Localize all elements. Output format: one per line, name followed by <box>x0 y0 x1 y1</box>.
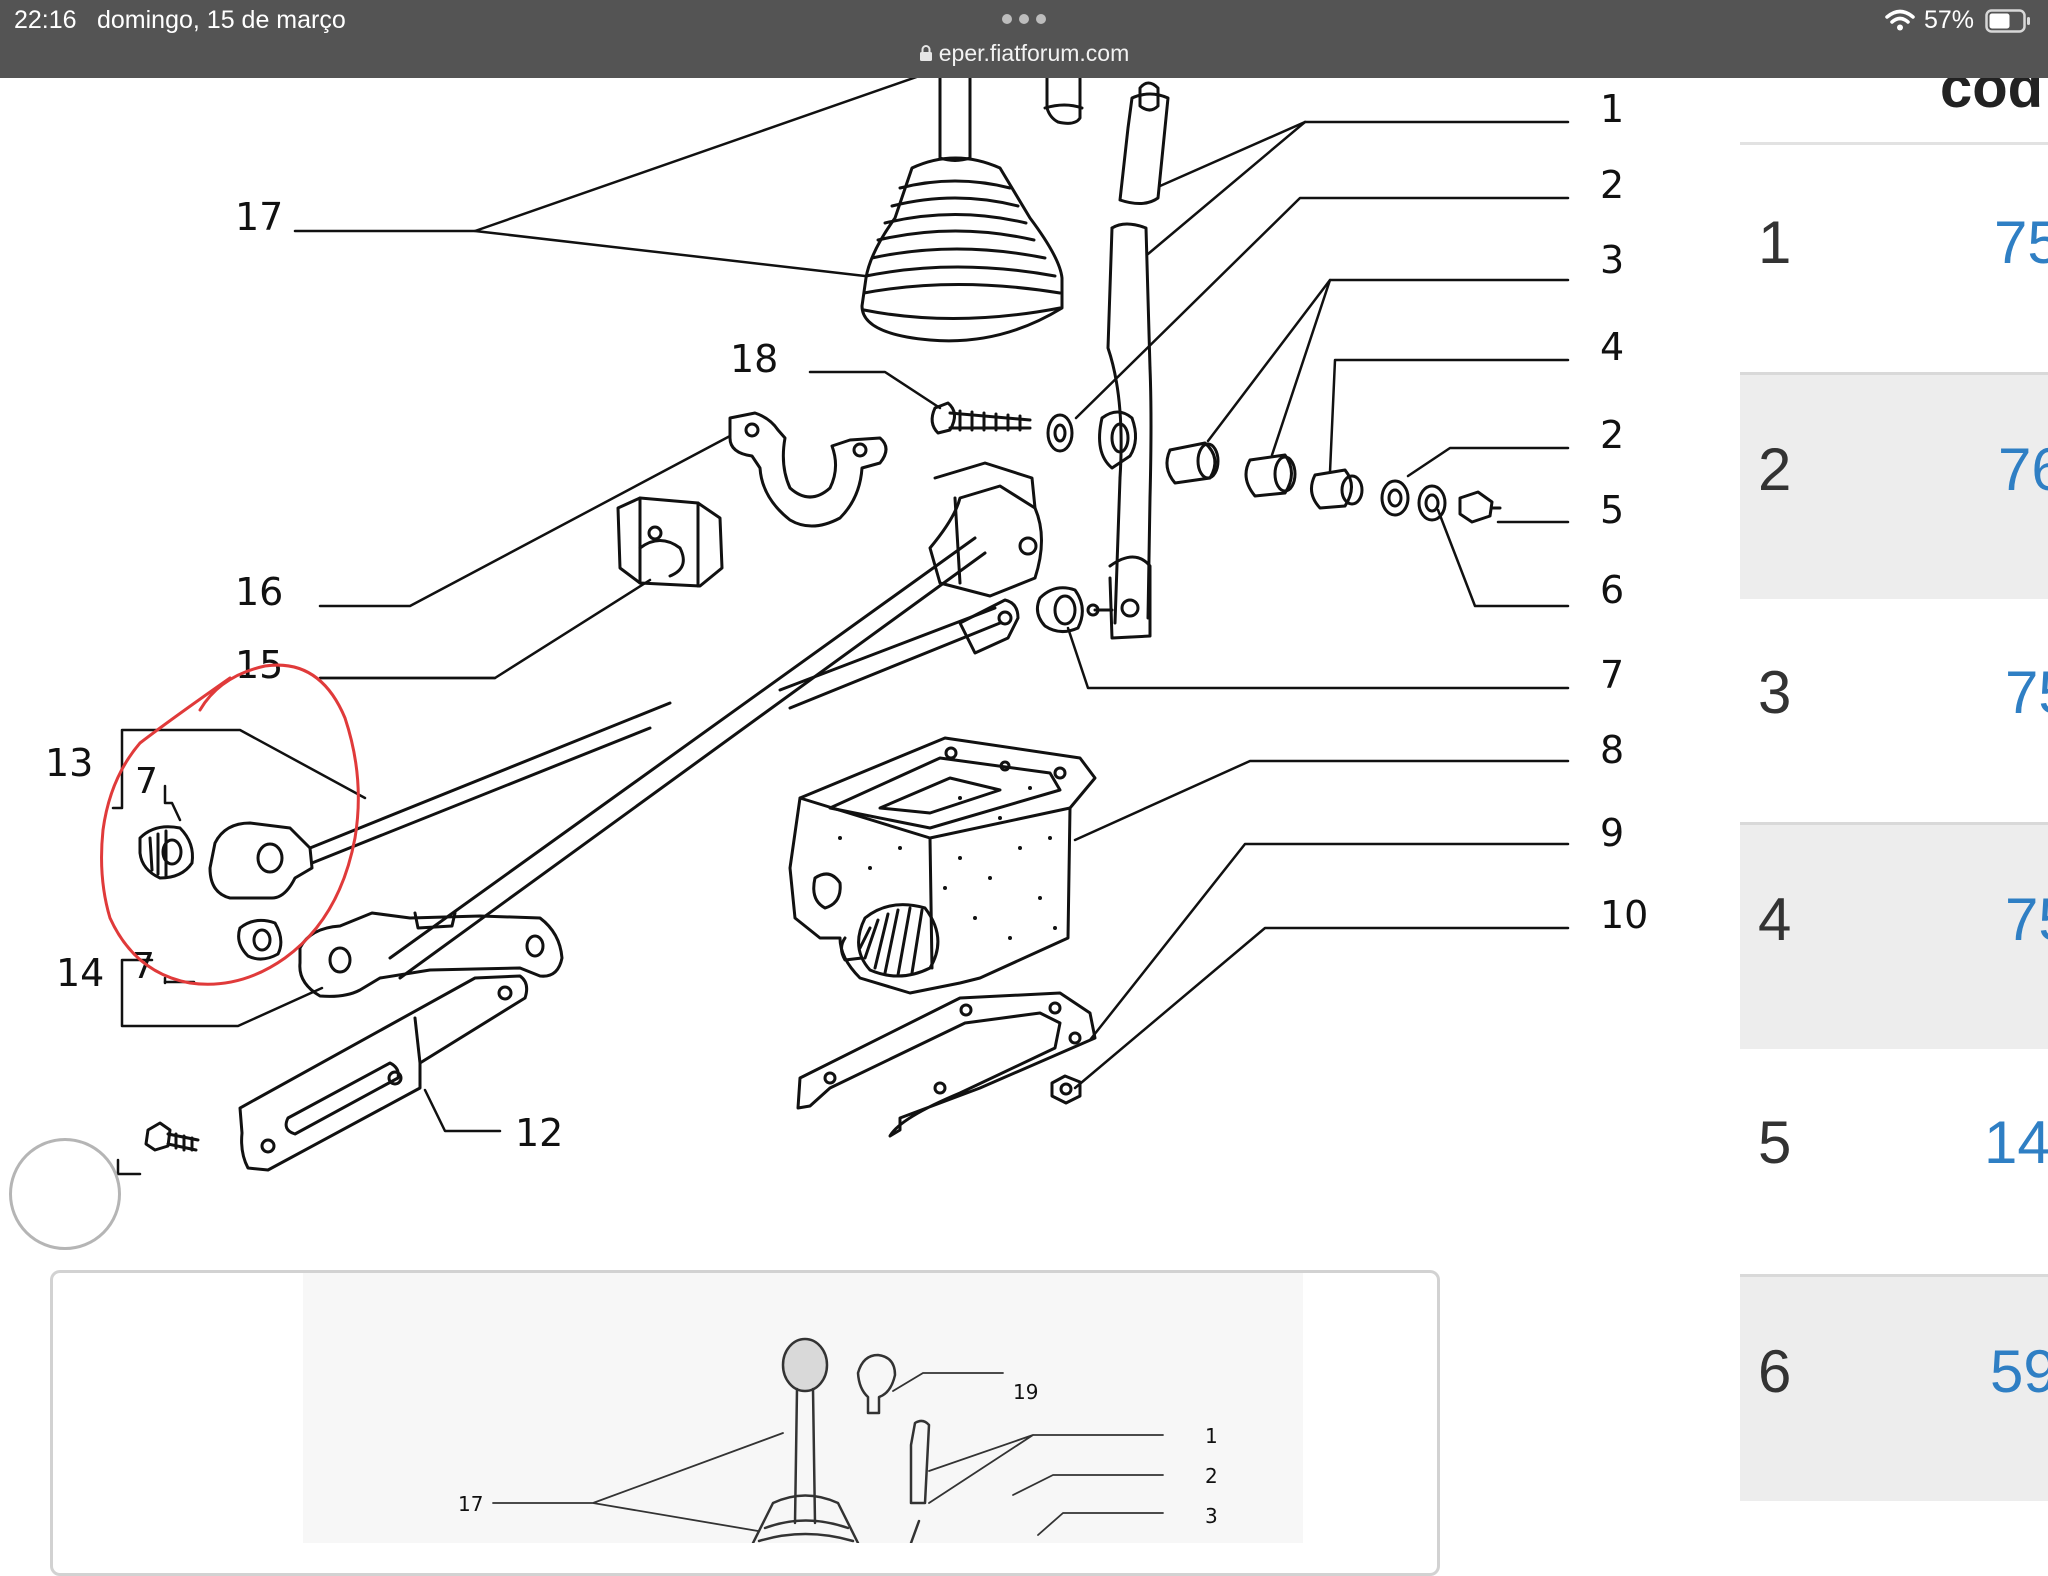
callout-10: 10 <box>1600 893 1648 937</box>
part-row-6[interactable]: 6 59 <box>1740 1274 2048 1501</box>
parts-code-panel: cod 1 75 2 76 3 75 4 75 5 14 6 59 <box>1740 78 2048 1536</box>
callout-3: 3 <box>1600 238 1624 282</box>
lever-plate-14 <box>237 911 564 998</box>
callout-7a: 7 <box>135 761 158 802</box>
battery-percent: 57% <box>1924 6 1975 34</box>
part-row-2[interactable]: 2 76 <box>1740 372 2048 599</box>
part-number: 2 <box>1758 436 1792 503</box>
callout-6: 6 <box>1600 568 1624 612</box>
diagram-thumbnail: 19 1 17 2 3 <box>303 1273 1303 1543</box>
bolt-18 <box>930 401 1032 435</box>
parts-diagram[interactable]: 1 2 3 4 2 5 6 7 8 9 10 12 13 7 14 7 15 1… <box>0 78 1700 1258</box>
callout-16: 16 <box>235 570 283 614</box>
thumb-callout-1: 1 <box>1205 1424 1218 1448</box>
callout-8: 8 <box>1600 728 1624 772</box>
part-number: 1 <box>1758 209 1792 276</box>
callout-4: 4 <box>1600 325 1624 369</box>
gearbox-housing-8 <box>788 736 1097 995</box>
gear-boot <box>860 78 1064 343</box>
part-number: 3 <box>1758 659 1792 726</box>
part-code[interactable]: 76 <box>1998 436 2048 503</box>
part-code[interactable]: 14 <box>1984 1109 2048 1176</box>
bushing-block-15 <box>616 496 724 588</box>
wifi-icon <box>1885 9 1915 31</box>
callout-2: 2 <box>1600 163 1624 207</box>
callout-13: 13 <box>45 741 93 785</box>
status-time: 22:16 <box>14 6 77 34</box>
callout-labels: 1 2 3 4 2 5 6 7 8 9 10 12 13 7 14 7 15 1… <box>45 87 1648 1155</box>
screw-11 <box>144 1121 200 1152</box>
part-code[interactable]: 75 <box>2005 886 2048 953</box>
callout-18: 18 <box>730 337 778 381</box>
callout-14: 14 <box>56 951 104 995</box>
slotted-plate-12 <box>238 974 529 1172</box>
selector-rod <box>1086 81 1170 640</box>
thumb-callout-3: 3 <box>1205 1504 1218 1528</box>
more-dots-icon[interactable] <box>1000 12 1048 26</box>
part-row-3[interactable]: 3 75 <box>1740 598 2048 822</box>
leader-lines-right <box>1066 120 1570 1090</box>
callout-17: 17 <box>235 195 283 239</box>
thumb-lever <box>751 1337 860 1543</box>
callout-7: 7 <box>1600 653 1624 697</box>
url-text: eper.fiatforum.com <box>938 40 1130 66</box>
touch-indicator <box>9 1138 121 1250</box>
nut-10 <box>1050 1074 1082 1105</box>
part-number: 5 <box>1758 1109 1792 1176</box>
status-date: domingo, 15 de março <box>97 6 346 34</box>
lock-icon <box>919 45 932 61</box>
thumb-leaders <box>492 1372 1164 1536</box>
part-code[interactable]: 75 <box>1994 209 2048 276</box>
callout-2b: 2 <box>1600 413 1624 457</box>
lever-knob <box>1043 78 1084 125</box>
part-row-5[interactable]: 5 14 <box>1740 1048 2048 1272</box>
rod-eye-13 <box>138 821 314 900</box>
diagram-thumbnail-card[interactable]: 19 1 17 2 3 <box>50 1270 1440 1576</box>
bracket-16 <box>728 411 888 528</box>
part-code[interactable]: 75 <box>2005 659 2048 726</box>
panel-header: cod <box>1940 78 2044 120</box>
part-row-1[interactable]: 1 75 <box>1740 148 2048 372</box>
callout-1: 1 <box>1600 87 1624 131</box>
thumb-knob-19 <box>856 1353 897 1415</box>
thumb-callout-2: 2 <box>1205 1464 1218 1488</box>
part-code[interactable]: 59 <box>1990 1338 2048 1405</box>
callout-12: 12 <box>515 1111 563 1155</box>
part-number: 6 <box>1758 1338 1792 1405</box>
linkage-rods <box>308 461 1043 980</box>
gasket-9 <box>796 991 1097 1138</box>
callout-9: 9 <box>1600 811 1624 855</box>
panel-divider <box>1740 142 2048 145</box>
part-row-4[interactable]: 4 75 <box>1740 822 2048 1049</box>
leader-lines-left <box>111 78 942 1176</box>
status-bar: 22:16 domingo, 15 de março eper.fiatforu… <box>0 0 2048 78</box>
thumb-callout-19: 19 <box>1013 1380 1038 1404</box>
bushings <box>1035 410 1502 633</box>
callout-5: 5 <box>1600 488 1624 532</box>
thumb-labels: 19 1 17 2 3 <box>458 1380 1218 1528</box>
thumb-callout-17: 17 <box>458 1492 483 1516</box>
address-bar[interactable]: eper.fiatforum.com <box>0 40 2048 67</box>
battery-icon <box>1985 9 2030 33</box>
part-number: 4 <box>1758 886 1792 953</box>
annotation-circle <box>100 663 360 986</box>
